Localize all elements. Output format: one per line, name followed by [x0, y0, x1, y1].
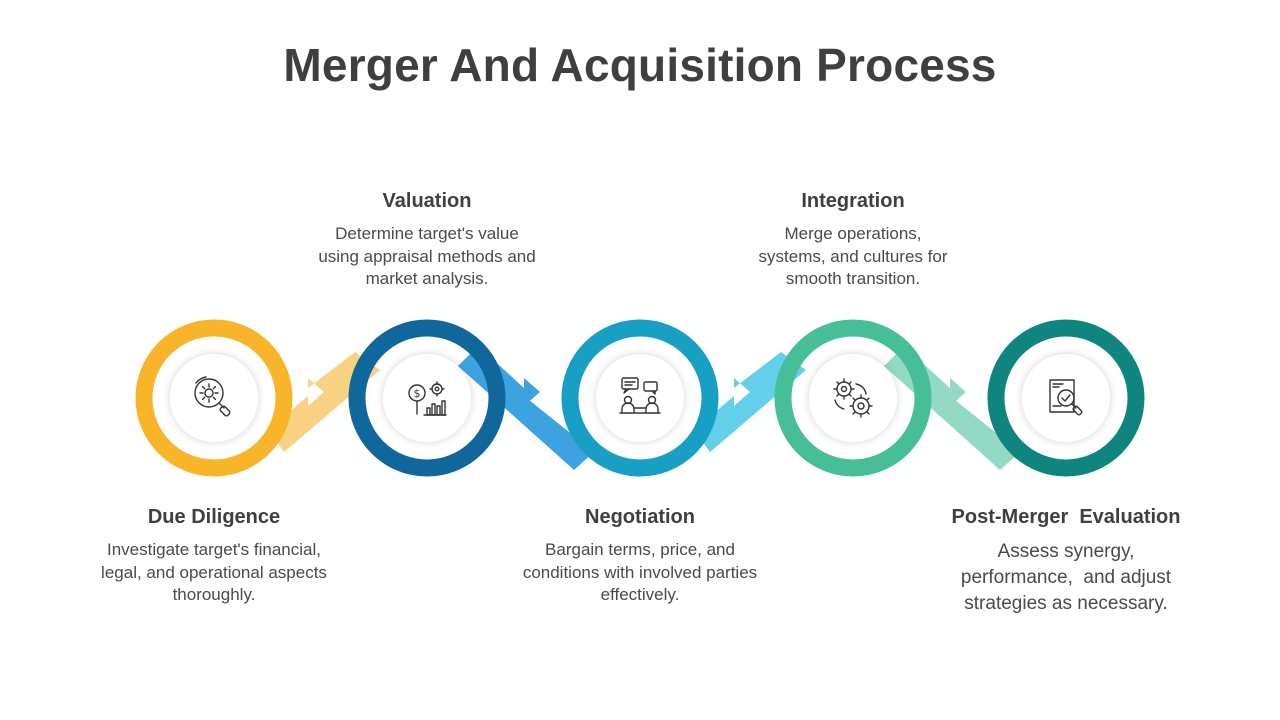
- step-title: Valuation: [382, 190, 472, 212]
- page-title: Merger And Acquisition Process: [283, 39, 997, 91]
- negotiation-chat-icon: [619, 377, 661, 414]
- step-circle-post-merger-evaluation: [987, 319, 1145, 477]
- step-description: Determine target's value using appraisal…: [318, 224, 536, 288]
- svg-text:$: $: [414, 387, 421, 400]
- step-circle-valuation: [348, 319, 506, 477]
- step-title: Integration: [801, 190, 905, 212]
- step-title: Negotiation: [585, 506, 695, 528]
- gears-icon: [833, 378, 873, 418]
- step-description: Assess synergy, performance, and adjust …: [960, 541, 1177, 614]
- step-description: Investigate target's financial, legal, a…: [101, 540, 327, 604]
- step-post-merger-evaluation: Post-Merger Evaluation Assess synergy, p…: [926, 506, 1206, 617]
- step-negotiation: Negotiation Bargain terms, price, and co…: [500, 506, 780, 607]
- dollar-chart-gear-icon: $: [408, 381, 447, 416]
- step-title: Due Diligence: [147, 506, 281, 528]
- step-valuation: Valuation Determine target's value using…: [287, 190, 567, 291]
- magnifier-gear-icon: [194, 376, 231, 417]
- step-circle-negotiation: [561, 319, 719, 477]
- document-review-icon: [1049, 379, 1083, 416]
- step-title: Post-Merger Evaluation: [951, 506, 1181, 528]
- step-description: Merge operations, systems, and cultures …: [758, 224, 948, 288]
- step-integration: Integration Merge operations, systems, a…: [713, 190, 993, 291]
- step-due-diligence: Due Diligence Investigate target's finan…: [74, 506, 354, 607]
- step-description: Bargain terms, price, and conditions wit…: [522, 540, 758, 604]
